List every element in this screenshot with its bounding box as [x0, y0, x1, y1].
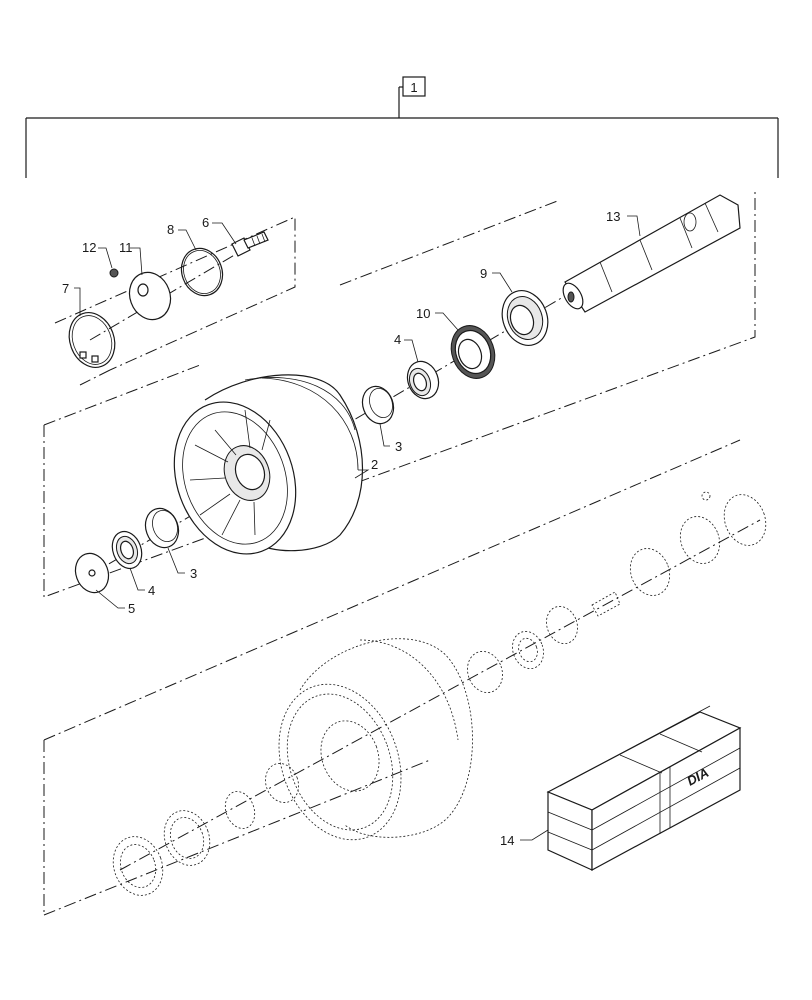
washer-plate-11 [109, 268, 172, 321]
lower-ghost-assembly [112, 491, 767, 896]
callout-9: 9 [480, 266, 487, 281]
callout-7: 7 [62, 281, 69, 296]
bearing-cup-3a [144, 507, 180, 549]
callout-3b: 3 [395, 439, 402, 454]
seal-10 [450, 325, 496, 379]
bearing-cup-3b [361, 385, 395, 425]
callout-11: 11 [119, 240, 133, 255]
callout-6: 6 [202, 215, 209, 230]
callout-5: 5 [128, 601, 135, 616]
callout-3a: 3 [190, 566, 197, 581]
leader-lines [74, 215, 641, 841]
callout-8: 8 [167, 222, 174, 237]
thrust-washer-5 [74, 552, 110, 594]
o-ring-8 [180, 247, 224, 297]
screw-12-icon [109, 268, 119, 278]
assembly-number: 1 [410, 80, 417, 95]
callout-4b: 4 [394, 332, 401, 347]
lower-group-outline [43, 439, 741, 916]
callout-4a: 4 [148, 583, 155, 598]
callout-13: 13 [606, 209, 620, 224]
callout-2: 2 [371, 457, 378, 472]
bearing-cone-4a [111, 530, 143, 570]
callout-10: 10 [416, 306, 430, 321]
callout-12: 12 [82, 240, 96, 255]
upper-group-outline [43, 190, 756, 598]
callout-14: 14 [500, 833, 514, 848]
retaining-ring-7 [68, 312, 116, 368]
seal-9 [501, 290, 549, 346]
crate-14 [546, 705, 742, 872]
bolt-6 [231, 231, 269, 257]
assembly-bracket [25, 76, 779, 178]
roller-wheel-2 [173, 374, 363, 555]
shaft-13 [562, 194, 741, 313]
bearing-cone-4b [406, 360, 440, 400]
